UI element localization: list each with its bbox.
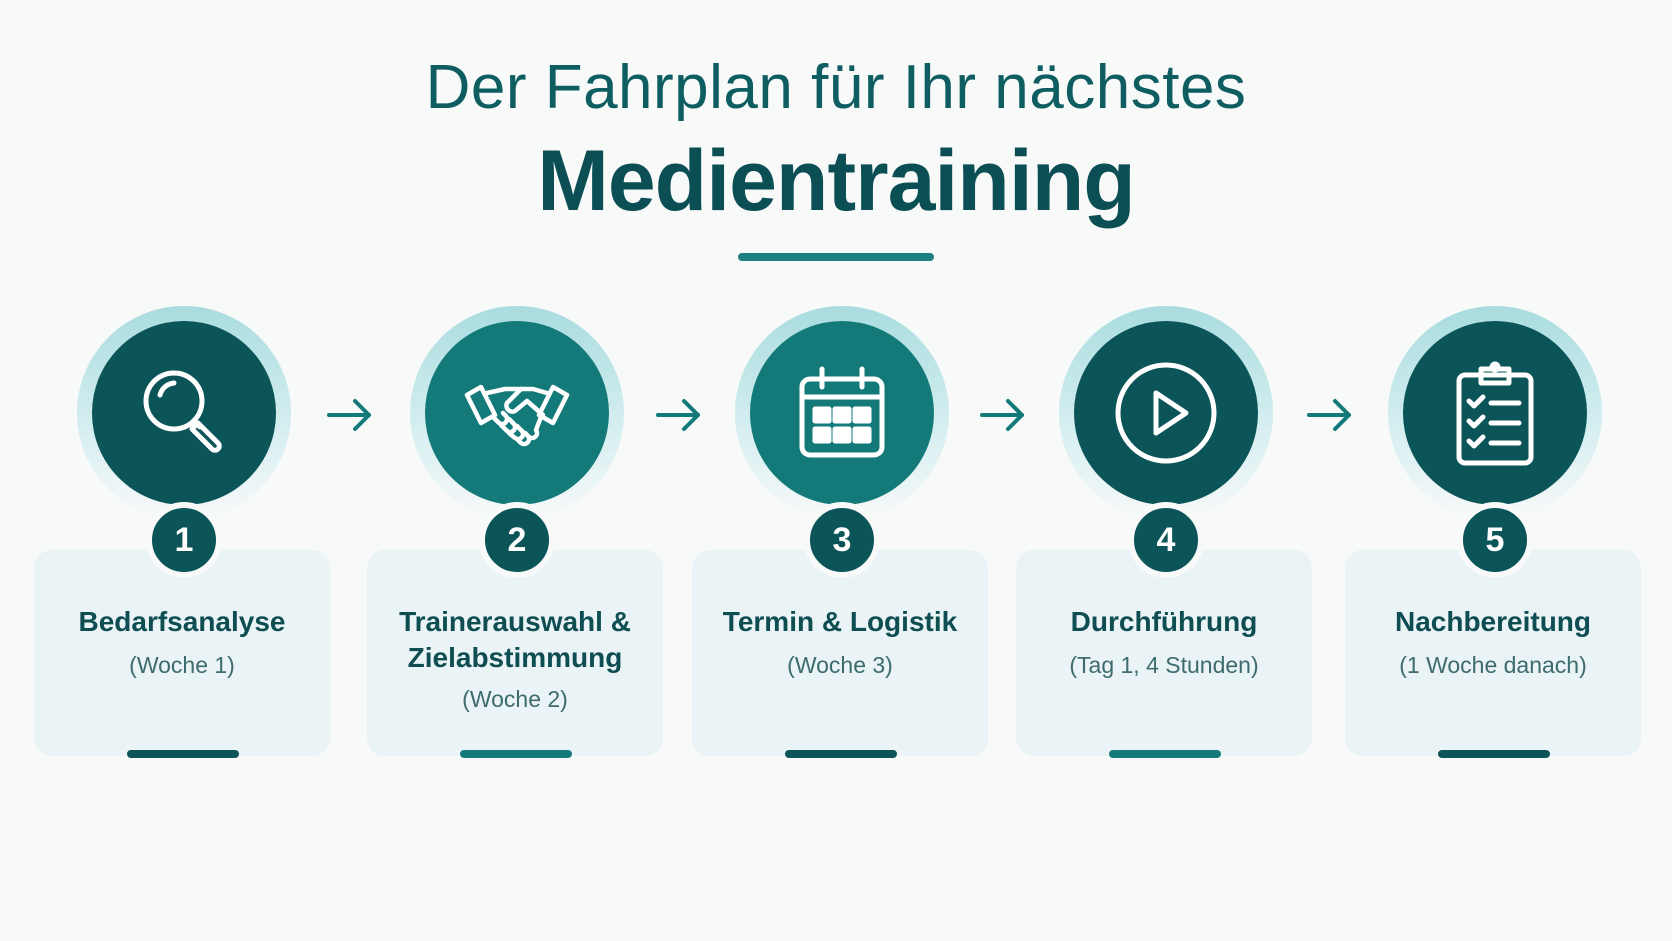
magnifier-icon xyxy=(143,370,222,453)
step-4-card xyxy=(1016,550,1312,756)
step-5-subtitle: (1 Woche danach) xyxy=(1399,652,1587,678)
arrow-right-icon xyxy=(327,399,371,431)
step-3: 3 Termin & Logistik (Woche 3) xyxy=(692,306,992,758)
step-4-number-badge: 4 xyxy=(1128,502,1204,578)
play-icon xyxy=(1115,362,1217,464)
step-4-title: Durchführung xyxy=(1070,606,1258,637)
step-5-number-badge: 5 xyxy=(1457,502,1533,578)
step-3-card xyxy=(692,550,988,756)
checklist-icon xyxy=(1456,361,1534,466)
title-line-2: Medientraining xyxy=(537,133,1136,229)
step-2: 2 Trainerauswahl & Zielabstimmung (Woche… xyxy=(367,306,667,758)
step-5: 5 Nachbereitung (1 Woche danach) xyxy=(1345,306,1645,758)
calendar-icon xyxy=(799,366,885,458)
step-1-card xyxy=(34,550,330,756)
step-3-card-bar xyxy=(785,750,897,758)
step-4-subtitle: (Tag 1, 4 Stunden) xyxy=(1069,652,1259,678)
step-4: 4 Durchführung (Tag 1, 4 Stunden) xyxy=(1016,306,1316,758)
step-1-title: Bedarfsanalyse xyxy=(78,606,286,637)
step-2-card-bar xyxy=(460,750,572,758)
step-2-title-line-2: Zielabstimmung xyxy=(407,642,623,673)
step-2-icon-circle xyxy=(425,321,609,505)
step-2-card xyxy=(367,550,663,756)
step-5-icon-circle xyxy=(1403,321,1587,505)
step-2-title: Trainerauswahl & xyxy=(399,606,631,637)
step-3-icon-circle xyxy=(750,321,934,505)
handshake-icon xyxy=(464,384,570,447)
arrow-right-icon xyxy=(656,399,700,431)
step-2-number-badge: 2 xyxy=(479,502,555,578)
step-1-number-badge: 1 xyxy=(146,502,222,578)
step-3-title: Termin & Logistik xyxy=(722,606,958,637)
step-5-card-bar xyxy=(1438,750,1550,758)
step-3-subtitle: (Woche 3) xyxy=(787,652,893,678)
step-1-icon-circle xyxy=(92,321,276,505)
title-line-1: Der Fahrplan für Ihr nächstes xyxy=(425,53,1247,122)
step-1-card-bar xyxy=(127,750,239,758)
step-4-card-bar xyxy=(1109,750,1221,758)
step-5-card xyxy=(1345,550,1641,756)
arrow-right-icon xyxy=(1307,399,1351,431)
step-4-icon-circle xyxy=(1074,321,1258,505)
title-underline xyxy=(738,253,934,261)
step-1: 1 Bedarfsanalyse (Woche 1) xyxy=(34,306,334,758)
step-3-number-badge: 3 xyxy=(804,502,880,578)
step-1-subtitle: (Woche 1) xyxy=(129,652,235,678)
step-5-title: Nachbereitung xyxy=(1394,606,1592,637)
arrow-right-icon xyxy=(980,399,1024,431)
step-2-subtitle: (Woche 2) xyxy=(462,686,568,712)
